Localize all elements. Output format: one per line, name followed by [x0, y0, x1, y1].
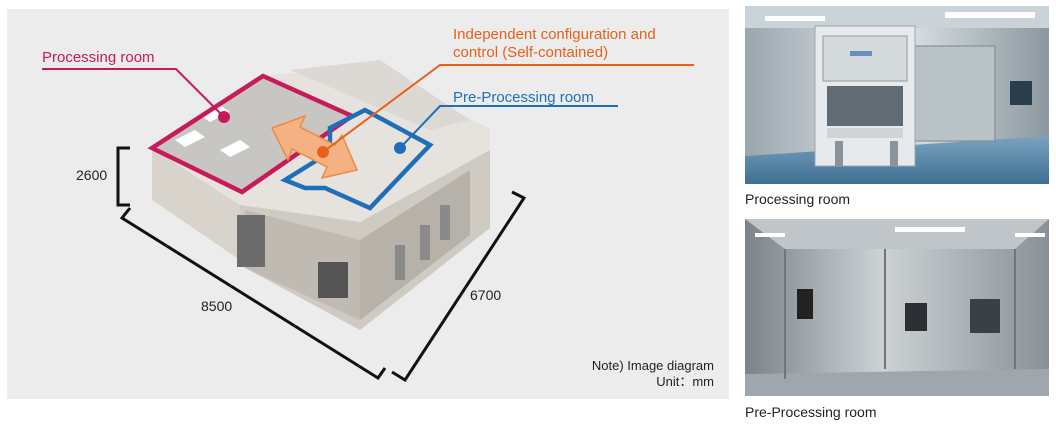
note-line2: Unit：mm — [656, 374, 714, 389]
note-line1: Note) Image diagram — [591, 358, 714, 373]
door-dark-2 — [237, 215, 265, 267]
processing-room-caption: Processing room — [745, 191, 851, 207]
pre-processing-room-label: Pre-Processing room — [453, 89, 594, 106]
height-dimension — [116, 146, 130, 207]
depth-dimension-label: 6700 — [470, 287, 502, 303]
window-2 — [420, 225, 430, 260]
door-dark-1 — [318, 262, 348, 298]
independent-label-line1: Independent configuration and — [453, 26, 656, 43]
processing-room-photo — [745, 6, 1049, 184]
pre-processing-room-leader — [399, 105, 618, 149]
processing-room-floor — [152, 76, 352, 192]
building-left-wall — [152, 148, 240, 260]
ceiling-light-2 — [220, 140, 250, 157]
ceiling-light-1 — [175, 130, 205, 147]
ceiling-light-3 — [200, 105, 230, 122]
building-diagram — [42, 60, 694, 383]
window-1 — [395, 245, 405, 280]
window-3 — [440, 205, 450, 240]
processing-room-leader — [42, 68, 225, 118]
width-dimension — [119, 207, 387, 381]
pre-processing-room-caption: Pre-Processing room — [745, 404, 877, 420]
width-dimension-label: 8500 — [201, 298, 233, 314]
processing-room-label: Processing room — [42, 49, 155, 66]
depth-dimension — [391, 190, 527, 383]
height-dimension-label: 2600 — [76, 167, 108, 183]
double-arrow-icon — [270, 114, 359, 180]
side-rooms — [290, 60, 470, 130]
independent-label-line2: control (Self-contained) — [453, 44, 609, 61]
independent-leader — [322, 64, 694, 153]
pre-processing-room-photo — [745, 219, 1049, 396]
